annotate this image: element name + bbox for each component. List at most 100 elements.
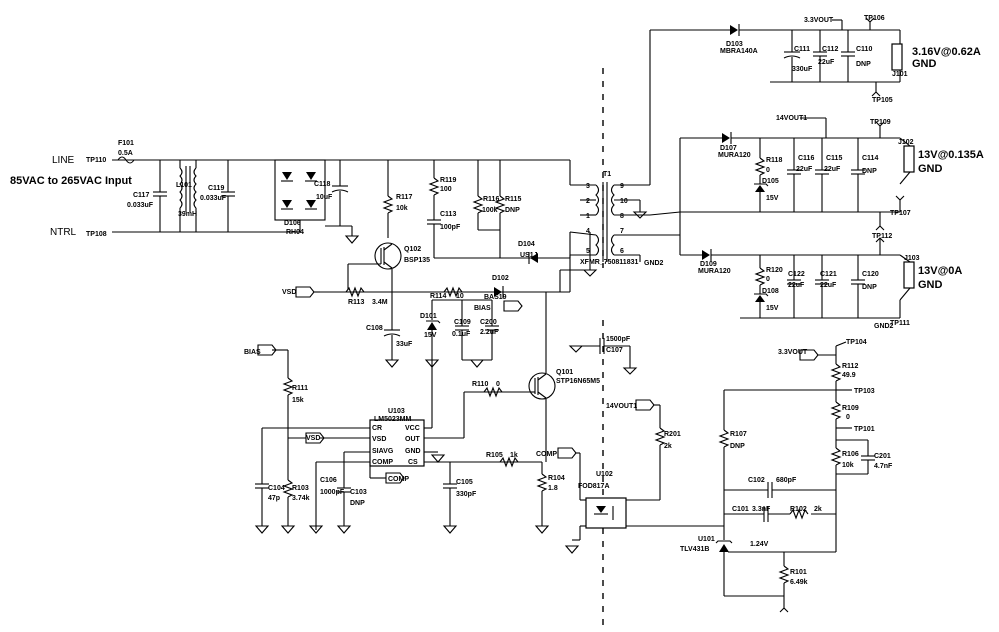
r115-val: DNP — [505, 207, 520, 214]
u102-val: FOD817A — [578, 483, 610, 490]
f101-fuse — [117, 156, 135, 164]
r113-val: 3.4M — [372, 299, 388, 306]
t1-sec-2 — [610, 234, 615, 256]
bias-flag-2 — [257, 344, 277, 356]
u102-ref: U102 — [596, 471, 613, 478]
c110-ref: C110 — [856, 46, 872, 53]
t1-sec-1 — [610, 184, 615, 216]
r110-val: 0 — [496, 381, 500, 388]
c114-ref: C114 — [862, 155, 878, 162]
feedback-section — [700, 341, 875, 613]
l101-winding-a — [179, 167, 183, 209]
output-3-label: 13V@0A — [918, 265, 962, 277]
startup-section — [320, 160, 590, 368]
c105-ref: C105 — [456, 479, 473, 486]
c117-ref: C117 — [133, 192, 149, 199]
r116-ref: R116 — [483, 196, 499, 203]
c102-ref: C102 — [748, 477, 765, 484]
line-net-label: LINE — [52, 155, 75, 166]
opto-section — [564, 399, 700, 554]
t1-pin-2: 2 — [586, 198, 590, 205]
r101-ref: R101 — [790, 569, 807, 576]
controller-section — [254, 255, 638, 534]
c119-val: 0.033uF — [200, 195, 227, 202]
output-1-gnd: GND — [912, 58, 937, 70]
vsd-flag-1-label: VSD — [282, 289, 296, 296]
c112-val: 22uF — [818, 59, 835, 66]
t1-pin-10: 10 — [620, 198, 628, 205]
vsd-flag-2 — [305, 432, 325, 444]
r116-val: 100k — [482, 207, 498, 214]
vsd-flag-1 — [295, 286, 315, 298]
bias-flag-1-label: BIAS — [474, 305, 491, 312]
r104-val: 1.8 — [548, 485, 558, 492]
r107-ref: R107 — [730, 431, 747, 438]
l101-ref: L101 — [176, 182, 192, 189]
u103-pin-vsd: VSD — [372, 436, 386, 443]
c108-ref: C108 — [366, 325, 383, 332]
tp106-label: TP106 — [864, 15, 885, 22]
tp105-label: TP105 — [872, 97, 893, 104]
c101-val: 3.3nF — [752, 506, 771, 513]
j103-body — [903, 261, 915, 289]
output-2-section — [649, 117, 915, 235]
j102-ref: J102 — [898, 139, 914, 146]
j103-ref: J103 — [904, 255, 920, 262]
gnd2-label-b: GND2 — [874, 323, 894, 330]
r109-ref: R109 — [842, 405, 859, 412]
d102-val: BAS19 — [484, 294, 507, 301]
output-3-section — [639, 235, 915, 319]
t1-pin-7: 7 — [620, 228, 624, 235]
r103-val: 3.74k — [292, 495, 310, 502]
comp-flag-1 — [385, 472, 405, 484]
v14-flag-2-label: 14VOUT1 — [606, 403, 637, 410]
u103-body — [369, 419, 425, 467]
output-1-label: 3.16V@0.62A — [912, 46, 981, 58]
c112-ref: C112 — [822, 46, 838, 53]
c102-val: 680pF — [776, 477, 797, 484]
c110-val: DNP — [856, 61, 871, 68]
t1-aux — [595, 234, 600, 256]
transformer-t1 — [569, 160, 680, 277]
r118-val: 0 — [766, 167, 770, 174]
r107-val: DNP — [730, 443, 745, 450]
r113-ref: R113 — [348, 299, 364, 306]
u102-body — [585, 497, 627, 529]
tp110-label: TP110 — [86, 157, 106, 164]
d103-val: MBRA140A — [720, 48, 758, 55]
d106-bridge — [274, 159, 326, 221]
c121-val: 22uF — [820, 282, 837, 289]
d104-val: US1J — [520, 252, 538, 259]
c103-ref: C103 — [350, 489, 367, 496]
r109-val: 0 — [846, 414, 850, 421]
q102-val: BSP135 — [404, 257, 430, 264]
r201-val: 2k — [664, 443, 672, 450]
c116-val: 22uF — [796, 166, 813, 173]
r102-ref: R102 — [790, 506, 807, 513]
u101-val: TLV431B — [680, 546, 709, 553]
u103-val: LM5023MM — [374, 416, 412, 423]
r120-val: 0 — [766, 276, 770, 283]
q101-val: STP16N65M5 — [556, 378, 600, 385]
c201-val: 4.7nF — [874, 463, 893, 470]
output-3-gnd: GND — [918, 279, 943, 291]
r201-ref: R201 — [664, 431, 681, 438]
c113-ref: C113 — [440, 211, 456, 218]
comp-flag-1-label: COMP — [388, 476, 409, 483]
c122-val: 22uF — [788, 282, 805, 289]
v33-flag-2-label: 3.3VOUT — [778, 349, 808, 356]
t1-pin-1: 1 — [586, 213, 590, 220]
input-range-label: 85VAC to 265VAC Input — [10, 175, 132, 187]
v33-flag-2 — [799, 349, 819, 361]
c107-val: 1500pF — [606, 336, 631, 343]
t1-val: XFMR_750811831 — [580, 259, 638, 266]
r115-ref: R115 — [505, 196, 521, 203]
l101-val: 39mH — [178, 211, 197, 218]
c119-ref: C119 — [208, 185, 224, 192]
c108-val: 33uF — [396, 341, 413, 348]
f101-ref: F101 — [118, 140, 134, 147]
r111-ref: R111 — [292, 385, 308, 392]
t1-pin-9: 9 — [620, 183, 624, 190]
